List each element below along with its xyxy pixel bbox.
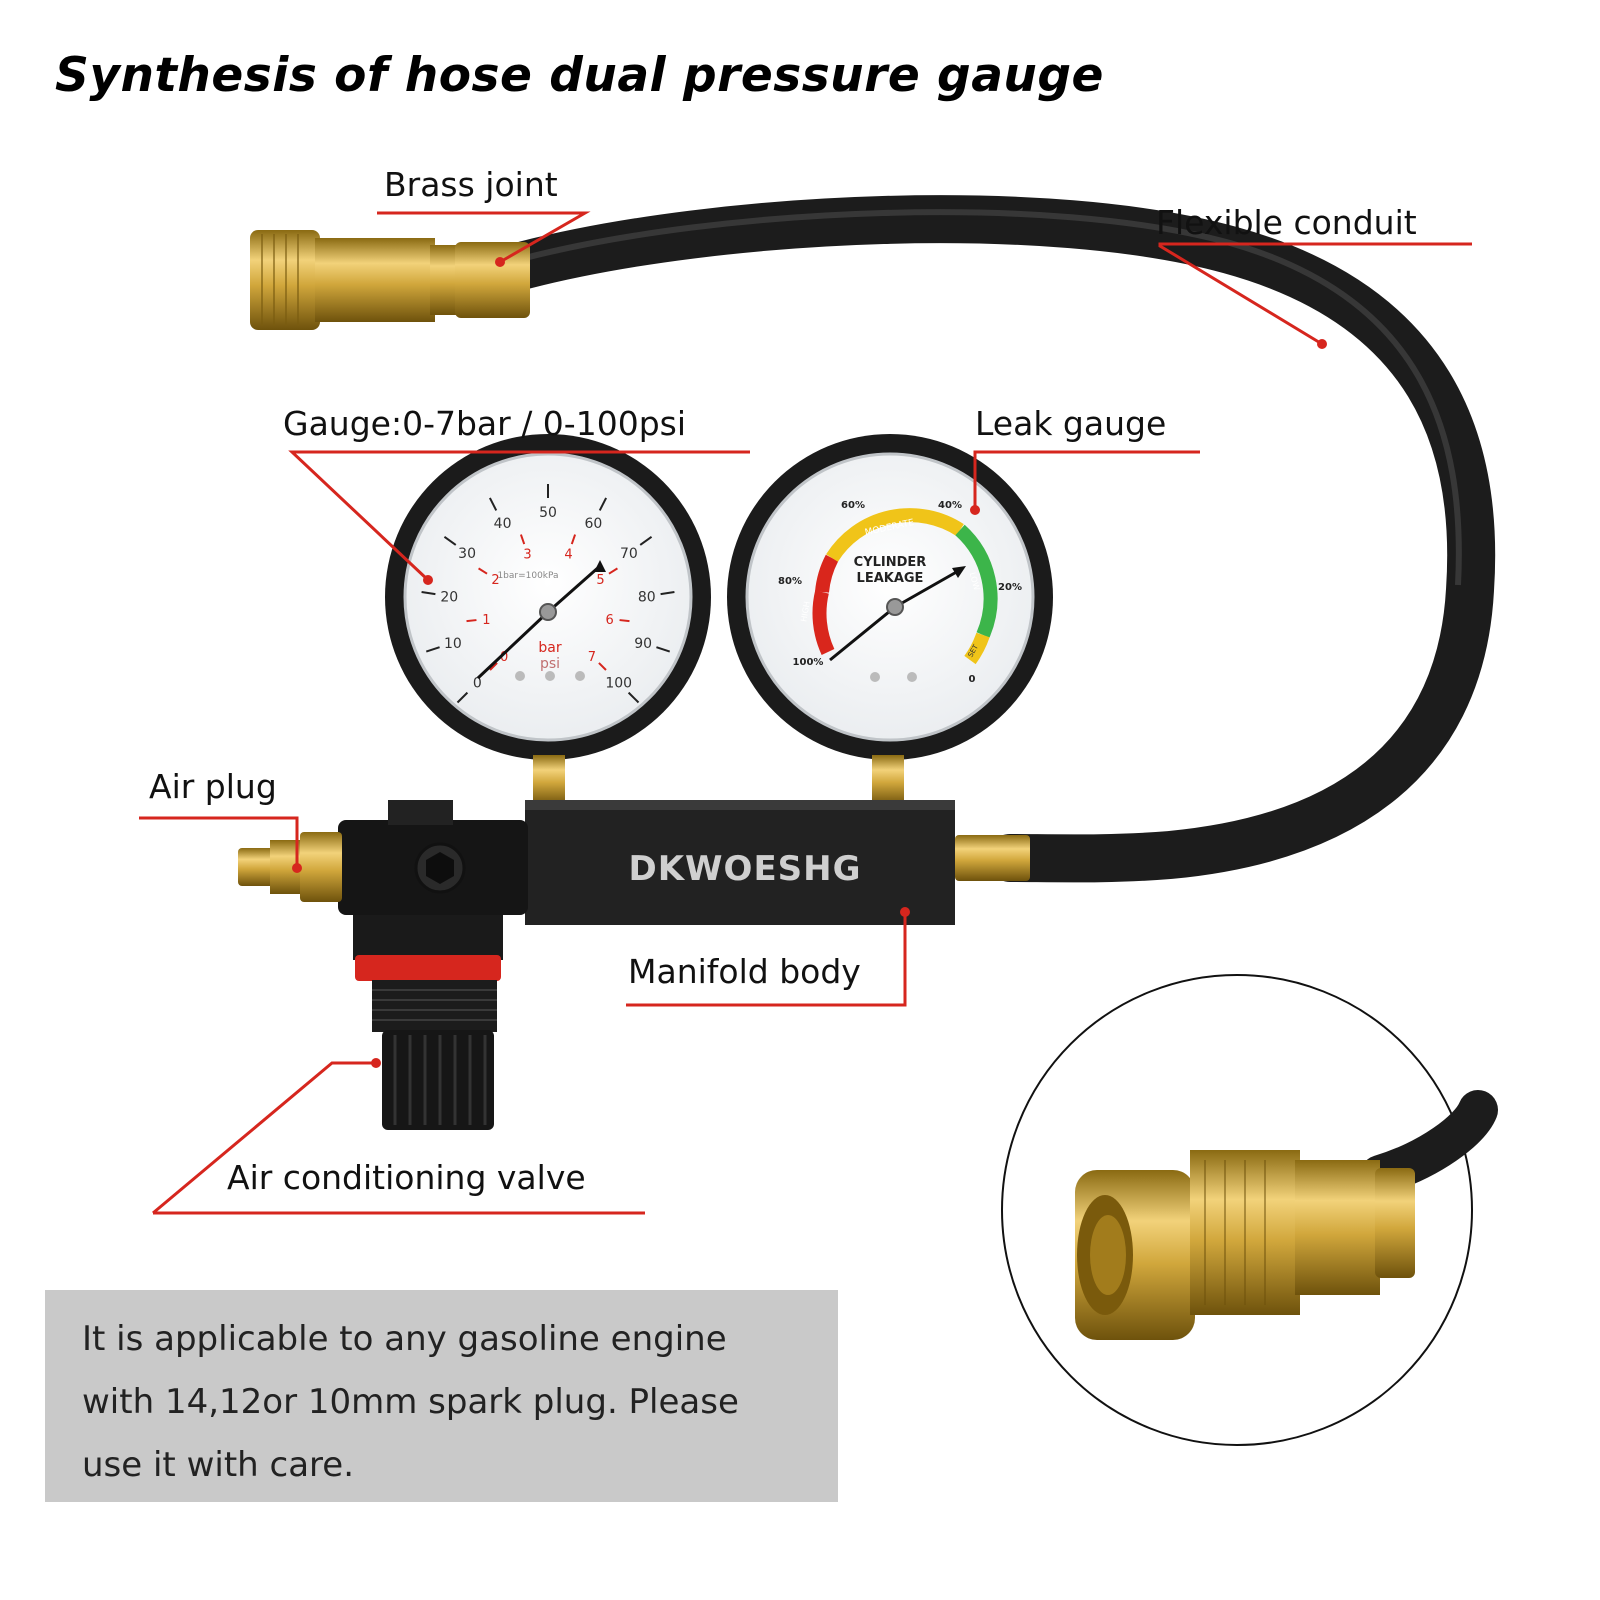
- leak-tick-80: 80%: [778, 576, 802, 587]
- psi-tick-label: 10: [444, 636, 462, 652]
- brand-text: DKWOESHG: [628, 849, 861, 889]
- bar-tick-label: 5: [596, 573, 604, 588]
- leak-tick-60: 60%: [841, 500, 865, 511]
- coupler-closeup: [1001, 974, 1498, 1446]
- flexible-hose: [501, 195, 1496, 883]
- usage-note: It is applicable to any gasoline engine …: [45, 1290, 838, 1502]
- label-flexible-conduit: Flexible conduit: [1156, 203, 1417, 242]
- bar-tick-mark: [466, 619, 477, 623]
- psi-tick-mark: [656, 646, 671, 653]
- note-line-1: It is applicable to any gasoline engine: [82, 1319, 727, 1359]
- psi-tick-label: 80: [638, 589, 656, 605]
- psi-tick-mark: [598, 497, 608, 511]
- psi-tick-mark: [488, 497, 498, 511]
- unit-bar: bar: [538, 640, 561, 656]
- air-plug: [238, 832, 342, 902]
- leak-title-line2: LEAKAGE: [857, 571, 924, 586]
- psi-tick-mark: [425, 646, 440, 653]
- air-conditioning-valve: [338, 800, 528, 1130]
- psi-tick-mark: [443, 535, 457, 546]
- bar-tick-mark: [519, 534, 526, 545]
- bar-tick-mark: [598, 662, 607, 671]
- psi-tick-label: 70: [620, 546, 638, 562]
- psi-tick-label: 100: [605, 676, 632, 692]
- leak-tick-100: 100%: [793, 657, 824, 668]
- bar-tick-label: 0: [500, 650, 508, 665]
- brass-joint: [250, 230, 530, 330]
- gauge-stem-left: [533, 755, 565, 805]
- psi-tick-label: 60: [584, 516, 602, 532]
- pressure-gauge: 0 10 20 30 40 50 60 70 80 90 100 0 1 2 3 4 5 6 7 1bar=100…: [385, 434, 711, 760]
- psi-tick-mark: [639, 535, 653, 546]
- manifold-body: DKWOESHG: [525, 800, 955, 925]
- unit-psi: psi: [540, 656, 560, 672]
- bar-tick-mark: [478, 567, 488, 575]
- psi-tick-label: 50: [539, 505, 557, 521]
- leak-gauge: CYLINDER LEAKAGE 100% 80% 60% 40% 20% 0 …: [727, 434, 1053, 760]
- bar-tick-mark: [489, 662, 498, 671]
- psi-tick-mark: [660, 590, 675, 596]
- leak-tick-0: 0: [969, 674, 976, 685]
- bar-tick-label: 1: [482, 613, 490, 628]
- label-air-plug: Air plug: [149, 767, 277, 806]
- psi-tick-mark: [421, 590, 436, 596]
- bar-tick-mark: [619, 619, 630, 623]
- psi-tick-label: 20: [440, 589, 458, 605]
- leader-lines: [139, 211, 1472, 1215]
- label-air-conditioning-valve: Air conditioning valve: [227, 1158, 586, 1197]
- label-brass-joint: Brass joint: [384, 165, 558, 204]
- leak-tick-20: 20%: [998, 582, 1022, 593]
- leak-title-line1: CYLINDER: [854, 555, 927, 570]
- psi-tick-label: 0: [473, 676, 482, 692]
- gauge-stem-right: [872, 755, 904, 805]
- label-gauge-range: Gauge:0-7bar / 0-100psi: [283, 404, 687, 443]
- bar-tick-label: 6: [605, 613, 613, 628]
- bar-tick-mark: [570, 534, 577, 545]
- label-leak-gauge: Leak gauge: [975, 404, 1167, 443]
- bar-tick-mark: [608, 567, 618, 575]
- note-line-2: with 14,12or 10mm spark plug. Please: [82, 1382, 739, 1422]
- page-title: Synthesis of hose dual pressure gauge: [55, 48, 1104, 103]
- psi-tick-mark: [627, 691, 640, 704]
- label-manifold-body: Manifold body: [628, 952, 861, 991]
- psi-tick-label: 30: [458, 546, 476, 562]
- bar-tick-label: 2: [491, 573, 499, 588]
- conversion-text: 1bar=100kPa: [497, 571, 558, 581]
- psi-tick-label: 40: [494, 516, 512, 532]
- bar-tick-label: 3: [523, 547, 531, 562]
- zone-high: HIGH: [799, 601, 811, 623]
- bar-tick-label: 4: [564, 547, 572, 562]
- leak-tick-40: 40%: [938, 500, 962, 511]
- psi-tick-mark: [456, 691, 469, 704]
- bar-tick-label: 7: [588, 650, 596, 665]
- psi-tick-label: 90: [634, 636, 652, 652]
- manifold-hose-fitting: [955, 835, 1030, 881]
- note-line-3: use it with care.: [82, 1445, 354, 1485]
